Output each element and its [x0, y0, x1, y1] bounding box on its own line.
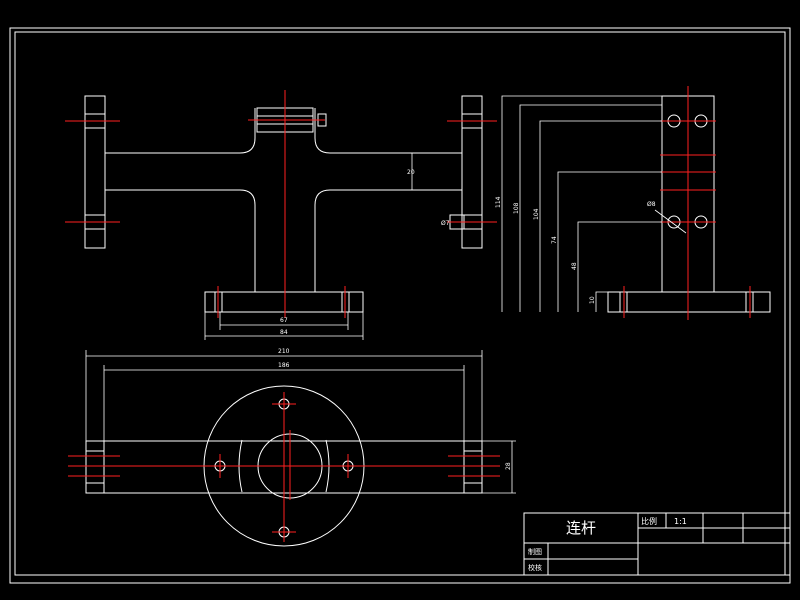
dim-side-hole: Ø8 [647, 201, 656, 208]
dim-side-overall: 114 [495, 196, 502, 208]
dim-side-74: 74 [551, 236, 558, 244]
dim-side-104: 104 [533, 208, 540, 220]
dim-top-overall: 210 [278, 348, 290, 355]
dim-front-base-inner: 67 [280, 317, 288, 324]
scale-value: 1:1 [674, 517, 687, 526]
top-view [68, 350, 516, 547]
dim-side-108: 108 [513, 202, 520, 214]
outer-border [9, 27, 791, 584]
title-block [523, 512, 791, 576]
part-name: 连杆 [566, 519, 596, 537]
dim-front-top-height: 20 [407, 169, 415, 176]
dim-front-base-outer: 84 [280, 329, 288, 336]
dim-side-base: 10 [589, 296, 596, 304]
inner-border [14, 31, 786, 576]
dim-top-inner: 186 [278, 362, 290, 369]
checked-by-label: 校核 [528, 563, 542, 572]
dim-front-bolt-dia: Ø7 [441, 220, 450, 227]
drawn-by-label: 制图 [528, 547, 542, 556]
dim-side-48: 48 [571, 262, 578, 270]
side-view [501, 86, 771, 320]
dim-top-width: 28 [505, 462, 512, 470]
scale-label: 比例 [641, 516, 657, 526]
front-view [65, 90, 497, 340]
